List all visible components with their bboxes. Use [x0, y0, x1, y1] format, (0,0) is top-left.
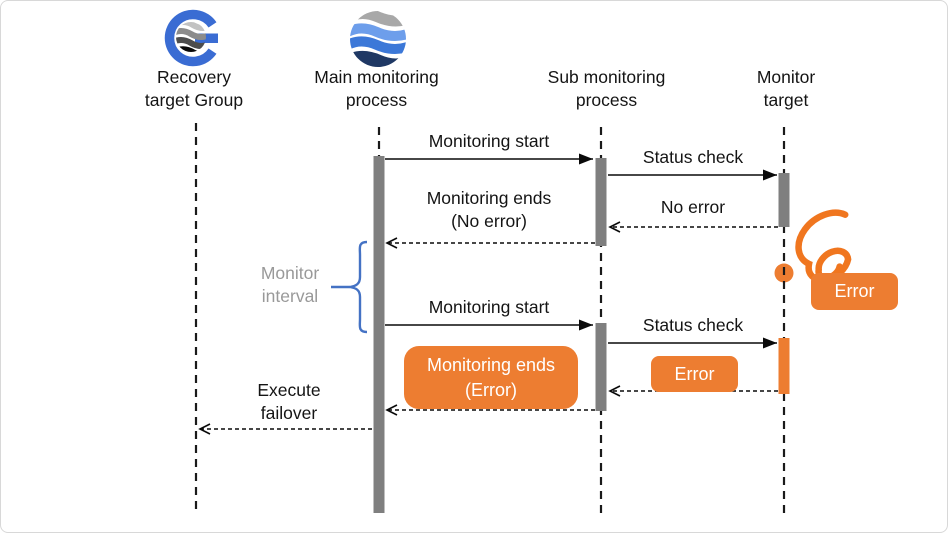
label-monitoring-ends-error-badge: Monitoring ends (Error) [404, 346, 578, 409]
lifeline-header-recovery-target-group: Recovery target Group [144, 67, 244, 110]
label-monitoring-start-2: Monitoring start [428, 297, 550, 317]
label-no-error: No error [660, 197, 726, 217]
lifeline-header-monitor-target: Monitor target [756, 67, 816, 110]
wave-sphere-logo [350, 11, 406, 67]
activation-bar-monitor-error [778, 338, 790, 394]
label-error-return-badge: Error [651, 356, 738, 392]
activation-bar-main [373, 156, 385, 513]
monitor-interval-brace [331, 240, 368, 334]
label-execute-failover: Execute failover [257, 380, 321, 423]
error-event-badge: Error [811, 273, 898, 310]
label-monitoring-start-1: Monitoring start [428, 131, 550, 151]
label-status-check-2: Status check [642, 315, 744, 335]
activation-bar-sub-2 [595, 323, 607, 411]
activation-bar-monitor-1 [778, 173, 790, 227]
error-spring-coil-icon [795, 209, 852, 284]
lifeline-header-sub-monitoring-process: Sub monitoring process [547, 67, 666, 110]
label-monitoring-ends-no-error: Monitoring ends (No error) [426, 188, 552, 231]
g-globe-waves-logo [164, 9, 218, 67]
lifeline-header-main-monitoring-process: Main monitoring process [314, 67, 439, 110]
activation-bar-sub-1 [595, 158, 607, 246]
label-monitor-interval: Monitor interval [260, 263, 320, 306]
label-status-check-1: Status check [642, 147, 744, 167]
